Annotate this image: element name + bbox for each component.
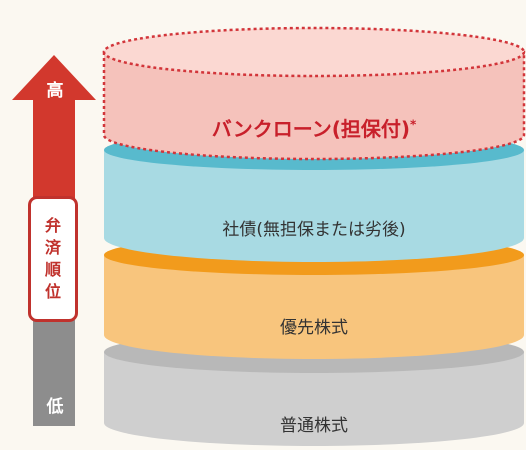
priority-char: 順 (44, 260, 61, 279)
priority-arrow (12, 55, 96, 426)
preferred-stock-label: 優先株式 (280, 318, 348, 338)
footnote-mark: * (410, 117, 417, 132)
arrow-high-label: 高 (46, 81, 64, 101)
priority-char: 位 (44, 282, 61, 301)
arrow-low-label: 低 (46, 397, 64, 417)
common-stock-label: 普通株式 (280, 416, 348, 436)
bank-loan-label: バンクローン(担保付)* (211, 117, 417, 141)
repayment-priority-label: 弁 済 順 位 (28, 196, 78, 322)
priority-char: 済 (44, 238, 61, 257)
layer-bank-loan (102, 26, 526, 161)
bonds-label: 社債(無担保または劣後) (222, 220, 406, 240)
priority-char: 弁 (44, 216, 61, 235)
